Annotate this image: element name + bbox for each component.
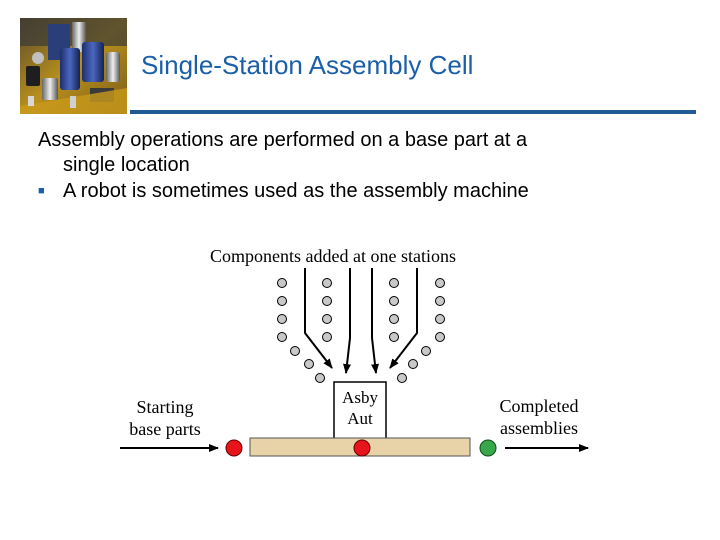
body-paragraph: Assembly operations are performed on a b…	[38, 128, 698, 178]
paragraph-line-2: single location	[63, 154, 190, 176]
completed-part	[479, 439, 497, 457]
paragraph-line-1: Assembly operations are performed on a b…	[38, 129, 528, 151]
logo-photo-icon	[20, 18, 127, 114]
starting-part	[225, 439, 243, 457]
component-feed-4	[397, 278, 445, 383]
right-label-line-2: assemblies	[500, 418, 578, 438]
figure-caption: Components added at one stations	[210, 246, 456, 266]
title-divider	[130, 110, 696, 114]
right-label-line-1: Completed	[500, 396, 579, 416]
slide-title: Single-Station Assembly Cell	[141, 50, 474, 80]
component-feed-1	[277, 278, 325, 383]
slide-body: Assembly operations are performed on a b…	[38, 128, 698, 204]
machine-label-line-2: Aut	[347, 409, 373, 428]
part-at-station	[353, 439, 371, 457]
bullet-item: ■ A robot is sometimes used as the assem…	[38, 179, 698, 204]
assembly-cell-diagram: Components added at one stations	[110, 238, 610, 468]
feed-arrows	[304, 268, 418, 374]
component-feed-2	[322, 278, 332, 342]
left-label-line-1: Starting	[137, 397, 194, 417]
assembly-machine	[333, 381, 387, 441]
machine-label-line-1: Asby	[342, 388, 378, 407]
square-bullet-icon: ■	[38, 185, 45, 197]
left-label-line-2: base parts	[129, 419, 200, 439]
bullet-text: A robot is sometimes used as the assembl…	[63, 180, 529, 202]
component-feed-3	[389, 278, 399, 342]
